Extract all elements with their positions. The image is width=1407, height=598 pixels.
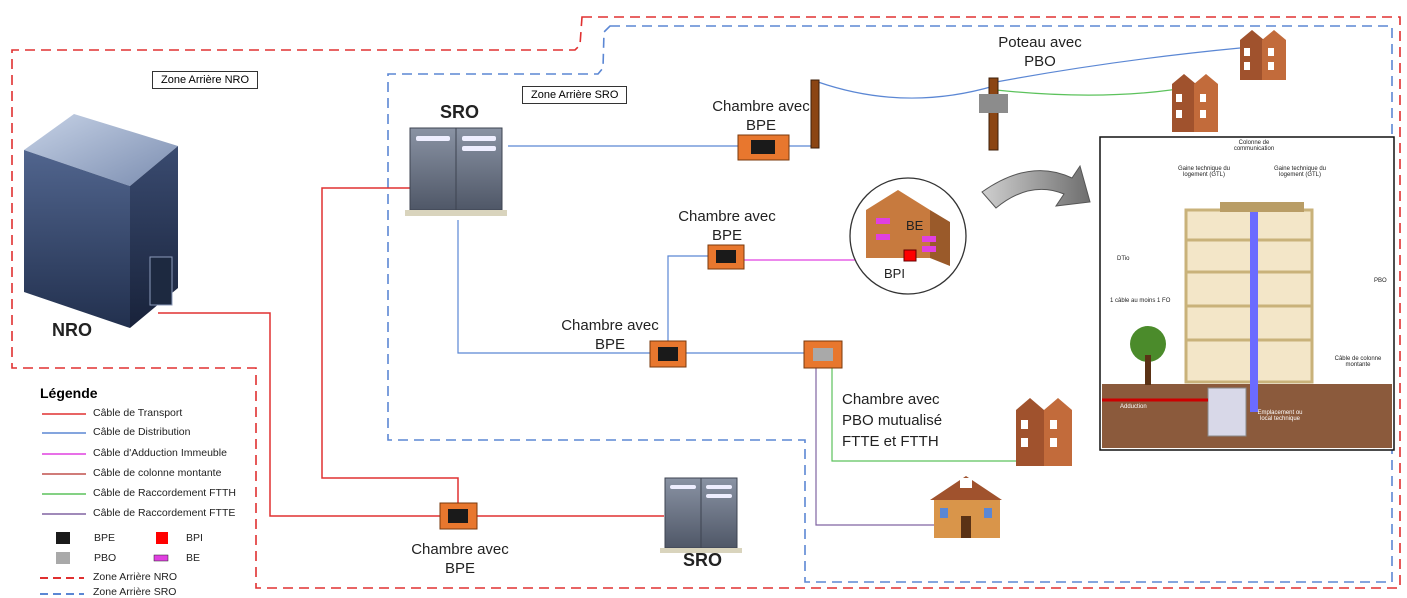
cs-adduction-label: Adduction: [1120, 404, 1147, 410]
legend-distribution: Câble de Distribution: [93, 426, 191, 438]
cs-pbo-label: PBO: [1374, 278, 1387, 284]
sro-bottom-label: SRO: [683, 550, 723, 570]
zone-sro-tag: Zone Arrière SRO: [522, 86, 628, 104]
zone-nro-boundary: [11, 16, 1401, 589]
legend-bpi: BPI: [186, 532, 203, 544]
chambre-bpe-lower-icon: [649, 340, 687, 368]
public-building-icon: [930, 476, 1002, 538]
distribution-cable-main: [457, 220, 650, 354]
pole-icon: [810, 77, 1008, 151]
cs-colonne-label: Colonne de communication: [1233, 140, 1275, 152]
zone-nro-tag: Zone Arrière NRO: [152, 71, 259, 89]
curved-arrow-icon: [981, 164, 1091, 209]
chambre-bpe-middle-icon: [707, 244, 745, 270]
legend-adduction: Câble d'Adduction Immeuble: [93, 447, 227, 459]
legend-be: BE: [186, 552, 201, 564]
house-icon-middle: [1172, 74, 1218, 132]
ftth-cable-chamber: [831, 368, 1016, 462]
legend-title: Légende: [40, 385, 98, 401]
cs-gtl-right-label: Gaine technique du logement (GTL): [1273, 166, 1327, 178]
cs-emplacement-label: Emplacement ou local technique: [1257, 410, 1303, 422]
house-icon-bottom: [1016, 398, 1072, 466]
chambre-bpe-bottom-icon: [439, 502, 478, 530]
legend-ftth: Câble de Raccordement FTTH: [93, 487, 236, 499]
sro-top-server-icon: [405, 127, 507, 216]
cs-cable-fo-label: 1 câble au moins 1 FO: [1110, 298, 1171, 304]
be-label: BE: [906, 218, 924, 233]
cs-dtio-label: DTio: [1117, 256, 1130, 262]
chambre-bpe-top-icon: [737, 134, 790, 161]
legend-bpe: BPE: [94, 532, 116, 544]
ftte-cable: [815, 368, 934, 526]
nro-building-icon: [24, 114, 178, 328]
legend-lines: [40, 413, 169, 595]
sro-top-label: SRO: [440, 102, 480, 122]
legend-transport: Câble de Transport: [93, 407, 183, 419]
transport-cable-riser: [321, 187, 459, 503]
house-icon-top: [1240, 30, 1286, 80]
bpi-label: BPI: [884, 266, 905, 281]
legend-zone-sro: Zone Arrière SRO: [93, 586, 177, 598]
distribution-cable-branch: [667, 255, 708, 341]
nro-label: NRO: [52, 320, 92, 340]
aerial-cable-1: [817, 81, 995, 99]
legend-pbo: PBO: [94, 552, 117, 564]
aerial-cable-2: [995, 47, 1241, 83]
chambre-pbo-icon: [803, 340, 843, 369]
legend-colonne: Câble de colonne montante: [93, 467, 222, 479]
legend-ftte: Câble de Raccordement FTTE: [93, 507, 236, 519]
cs-cable-colonne-label: Câble de colonne montante: [1334, 356, 1382, 368]
ftth-cable-pole: [995, 85, 1197, 96]
sro-bottom-server-icon: [660, 477, 742, 553]
cs-gtl-left-label: Gaine technique du logement (GTL): [1177, 166, 1231, 178]
legend-zone-nro: Zone Arrière NRO: [93, 571, 178, 583]
building-circle-icon: [849, 177, 967, 295]
building-cross-section: [1099, 136, 1395, 451]
transport-cable-nro: [158, 312, 443, 517]
